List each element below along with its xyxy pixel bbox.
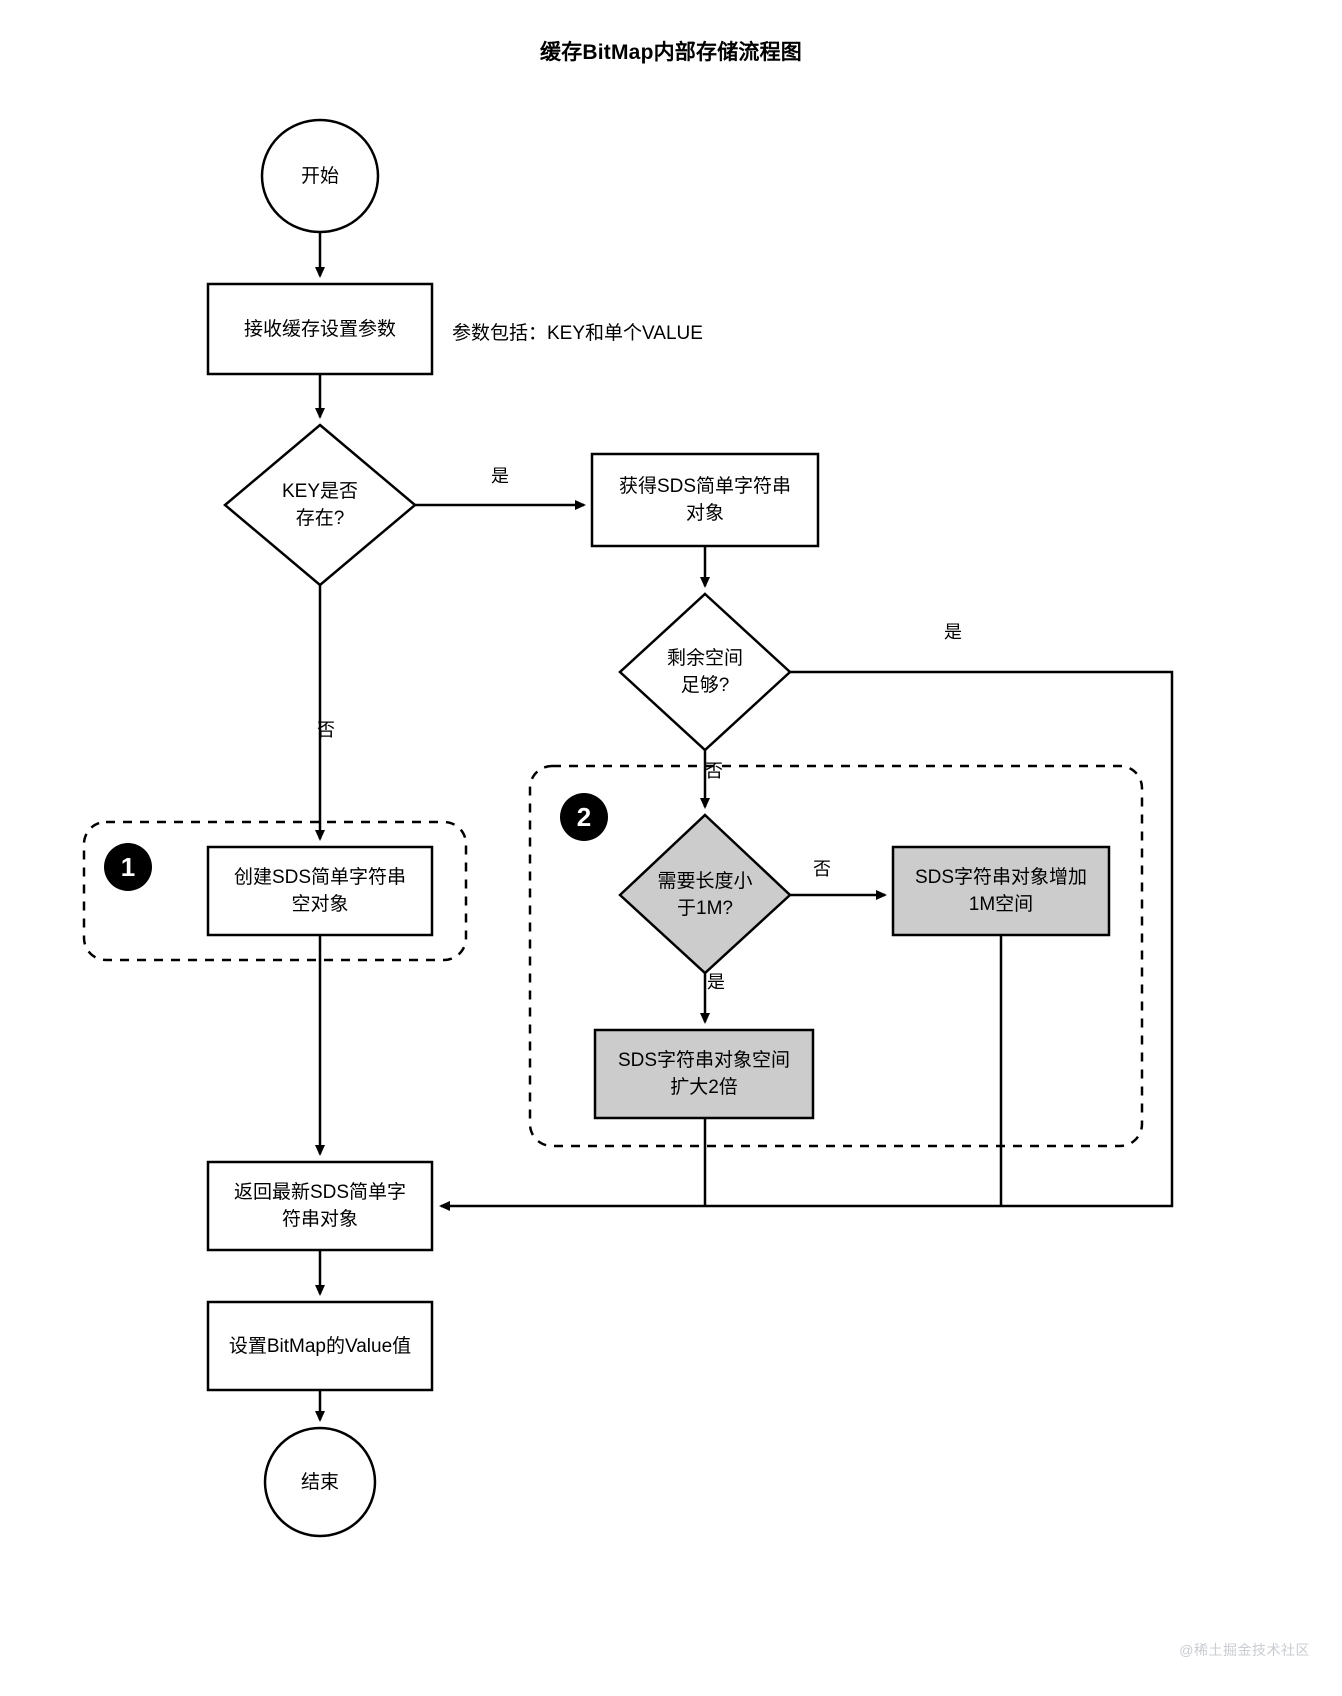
node-key-exists-shape	[223, 423, 417, 587]
node-add-1m-shape	[891, 845, 1111, 937]
node-end-shape	[263, 1426, 377, 1538]
edge-space-enough-yes-to-return	[439, 670, 1174, 1211]
node-return-sds-shape	[206, 1160, 434, 1252]
group-two-badge: 2	[560, 793, 608, 841]
page-title: 缓存BitMap内部存储流程图	[540, 41, 802, 64]
node-get-sds-shape	[590, 452, 820, 548]
group-one-boundary	[82, 820, 468, 962]
group-one-badge: 1	[104, 843, 152, 891]
node-create-sds-shape	[206, 845, 434, 937]
params-note: 参数包括：KEY和单个VALUE	[452, 323, 703, 344]
node-set-value-shape	[206, 1300, 434, 1392]
node-receive-params-shape	[206, 282, 434, 376]
node-len-lt-1m-shape	[618, 813, 792, 975]
node-double-space-shape	[593, 1028, 815, 1120]
node-start-shape	[260, 118, 380, 234]
group-two-boundary	[528, 764, 1144, 1148]
node-space-enough-shape	[618, 592, 792, 752]
watermark: @稀土掘金技术社区	[1179, 1642, 1310, 1658]
